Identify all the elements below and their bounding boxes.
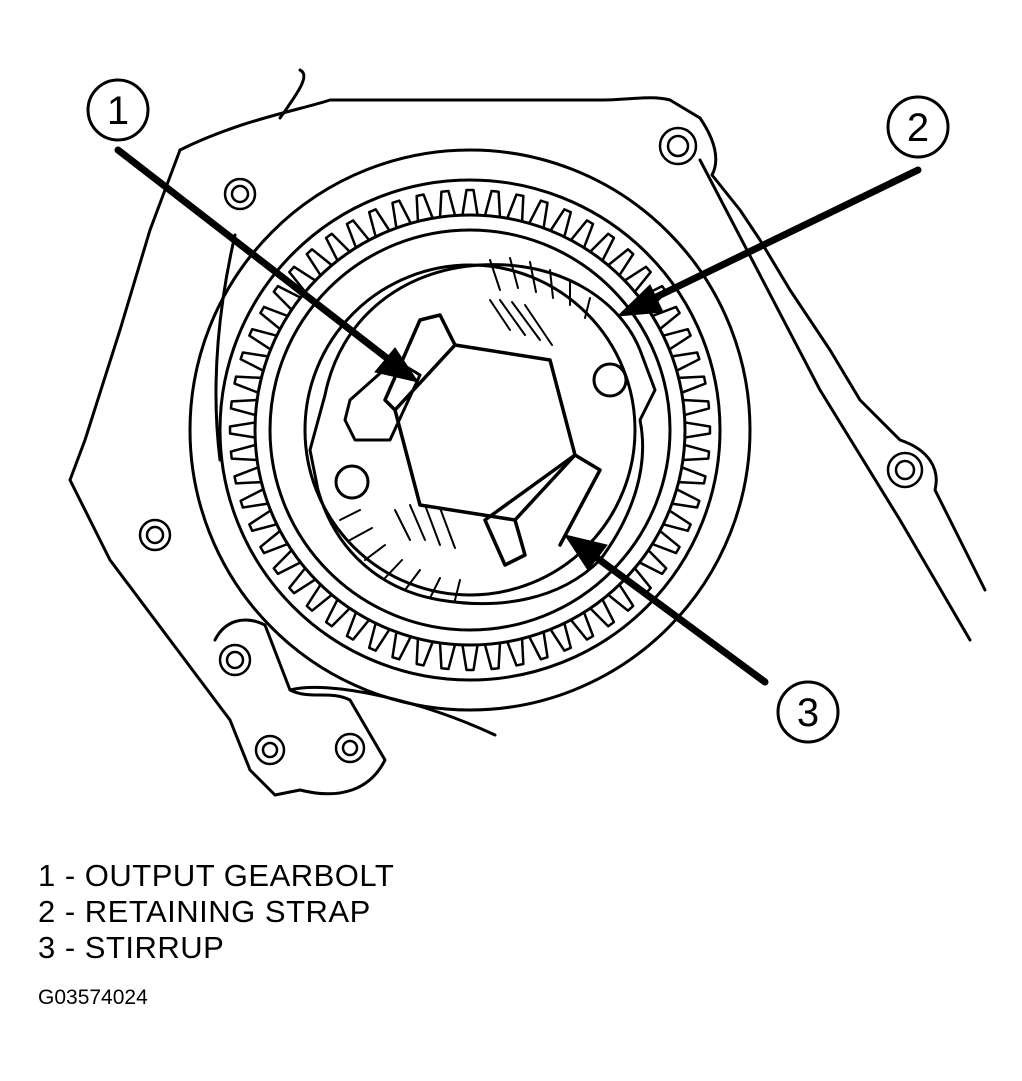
- strap-pin-right: [592, 362, 628, 398]
- gear-tooth: [527, 630, 549, 661]
- housing-inner-line: [214, 233, 237, 462]
- gear-tooth: [651, 305, 681, 331]
- gear-assembly-diagram: 1 2 3: [68, 68, 987, 797]
- gear-tooth: [228, 421, 257, 439]
- gear-tooth: [239, 351, 270, 373]
- gear-inner-ring: [268, 228, 672, 632]
- stirrup: [383, 313, 602, 567]
- callout-number-1: 1: [107, 89, 129, 133]
- gear-tooth: [438, 189, 457, 219]
- callout-number-2: 2: [907, 106, 929, 150]
- strap-hatching-top: [489, 257, 591, 319]
- gear-tooth: [623, 265, 652, 294]
- gear-tooth: [239, 487, 270, 509]
- gear-tooth: [438, 641, 457, 671]
- callout-circle-2: [886, 95, 950, 159]
- gear-tooth: [506, 193, 525, 223]
- callout-2: 2: [886, 95, 950, 159]
- gear-tooth: [588, 598, 616, 628]
- figure-id: G03574024: [38, 986, 148, 1009]
- gear-tooth: [345, 219, 371, 249]
- gear-tooth: [651, 529, 681, 555]
- gear-tooth: [606, 248, 635, 277]
- gear-tooth: [259, 305, 289, 331]
- gear-tooth: [233, 466, 263, 485]
- gear-tooth: [272, 548, 302, 576]
- gear-tooth: [345, 611, 371, 641]
- gear-tooth: [259, 529, 289, 555]
- gear-tooth: [681, 398, 711, 417]
- gear-tooth: [661, 327, 692, 351]
- retaining-strap: [308, 263, 657, 606]
- gear-tooth: [233, 375, 263, 394]
- gear-tooth: [569, 219, 595, 249]
- gear-tooth: [288, 265, 317, 294]
- gear-tooth: [661, 509, 692, 533]
- housing-right-line: [698, 158, 972, 642]
- gear-tooth: [272, 284, 302, 312]
- gear-tooth: [248, 327, 279, 351]
- legend: 1 - OUTPUT GEARBOLT 2 - RETAINING STRAP …: [38, 858, 394, 966]
- housing-outline: [178, 96, 987, 592]
- gear-tooth: [324, 598, 352, 628]
- gear-tooth: [681, 443, 711, 462]
- gear-tooth: [415, 637, 434, 667]
- leader-arrowhead-1: [374, 347, 420, 383]
- gear-tooth: [391, 630, 413, 661]
- gear-tooth: [461, 188, 479, 217]
- gear-tooth: [683, 421, 712, 439]
- callout-circle-3: [776, 680, 840, 744]
- gear-tooth: [677, 375, 707, 394]
- housing-top-lip: [278, 68, 306, 120]
- gear-tooth: [670, 351, 701, 373]
- legend-item-1: 1 - OUTPUT GEARBOLT: [38, 858, 395, 893]
- leader-arrowhead-3: [563, 534, 608, 571]
- callout-1: 1: [86, 78, 150, 142]
- gear-tooth: [506, 637, 525, 667]
- gear-tooth: [229, 443, 259, 462]
- output-gearbolt-hex: [393, 343, 577, 522]
- gear-tooth: [549, 208, 573, 239]
- gear-tooth: [588, 232, 616, 262]
- gear-tooth: [483, 189, 502, 219]
- gear-tooth: [324, 232, 352, 262]
- gear-tooth: [527, 199, 549, 230]
- gear-tooth: [638, 548, 668, 576]
- leader-arrowhead-2: [616, 284, 664, 317]
- gear-tooth: [606, 583, 635, 612]
- gear-tooth: [305, 248, 334, 277]
- gear-tooth: [677, 466, 707, 485]
- gear-tooth: [229, 398, 259, 417]
- outer-housing-ring: [188, 148, 752, 712]
- strap-pin-left: [334, 464, 370, 500]
- gear-tooth: [367, 621, 391, 652]
- leader-line-1: [114, 146, 396, 366]
- gear-tooth: [248, 509, 279, 533]
- gear-outer-ring: [218, 178, 722, 682]
- gear-tooth: [483, 641, 502, 671]
- gear-tooth: [288, 566, 317, 595]
- housing-bottom-tab: [213, 618, 387, 797]
- leader-line-2: [646, 166, 922, 304]
- gear-tooth: [461, 643, 479, 672]
- gear-tooth: [569, 611, 595, 641]
- housing-left-edge: [68, 148, 277, 797]
- callout-circle-1: [86, 78, 150, 142]
- callout-3: 3: [776, 680, 840, 744]
- strap-hatching-inner: [394, 299, 553, 549]
- strap-hatching-bottom: [339, 509, 461, 601]
- gear-tooth: [415, 193, 434, 223]
- gear-tooth: [549, 621, 573, 652]
- leader-line-3: [589, 551, 769, 686]
- gear-tooth: [391, 199, 413, 230]
- legend-item-2: 2 - RETAINING STRAP: [38, 894, 371, 929]
- gear-tooth: [670, 487, 701, 509]
- gear-root-ring: [253, 213, 687, 647]
- gear-teeth: [228, 188, 712, 672]
- gear-tooth: [367, 208, 391, 239]
- bolt-holes: [138, 126, 924, 766]
- legend-item-3: 3 - STIRRUP: [38, 930, 225, 965]
- gear-tooth: [305, 583, 334, 612]
- callout-number-3: 3: [797, 691, 819, 735]
